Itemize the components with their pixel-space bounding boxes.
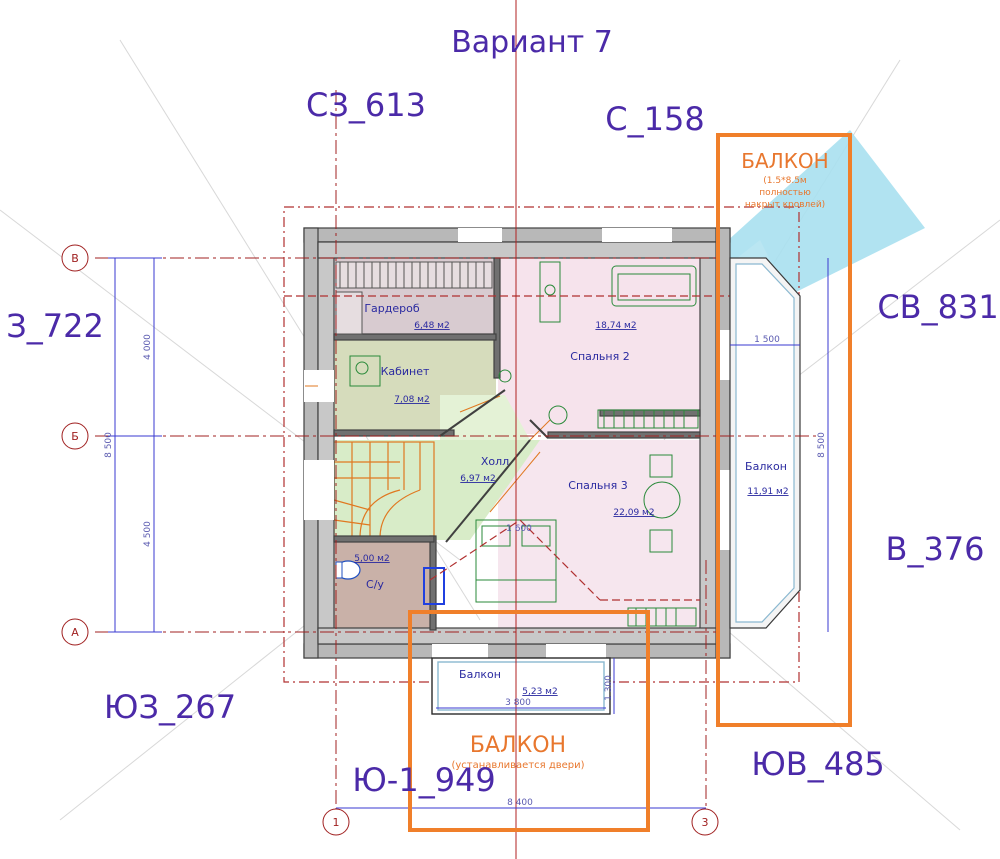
axis-label-3: 3 (702, 816, 709, 829)
coffee-table (643, 481, 681, 519)
room-hall-area: 6,97 м2 (460, 474, 495, 484)
direction-ne: СВ_831 (877, 288, 998, 326)
shelf-bedroom3 (627, 607, 697, 627)
direction-se: ЮВ_485 (751, 745, 885, 783)
dim-total-height: 8 500 (104, 432, 114, 458)
sofa-bedroom2 (611, 265, 697, 307)
direction-e: В_376 (885, 530, 984, 568)
wardrobe-shelves (335, 261, 493, 335)
desk-bedroom2 (539, 261, 561, 323)
shower-icon (423, 567, 445, 605)
dim-upper: 4 000 (143, 334, 153, 360)
room-wardrobe-area: 6,48 м2 (414, 321, 449, 331)
room-office-area: 7,08 м2 (394, 395, 429, 405)
balcony-south-shape (431, 657, 611, 715)
room-wardrobe-name: Гардероб (364, 302, 420, 315)
axis-label-a: А (71, 626, 79, 639)
plant-icon (548, 405, 568, 425)
grid-axes (95, 0, 820, 859)
balcony-south-highlight (408, 610, 650, 832)
roof-lines (284, 295, 800, 601)
dim-balcony-east-width: 1 500 (754, 335, 780, 345)
armchair-2 (649, 529, 673, 553)
office-chair (355, 361, 369, 375)
dim-balcony-south-width: 3 800 (505, 698, 531, 708)
room-bathroom-area: 5,00 м2 (354, 554, 389, 564)
direction-s: Ю-1_949 (352, 761, 496, 799)
room-bedroom3-name: Спальня 3 (568, 479, 627, 492)
direction-nw: СЗ_613 (306, 86, 426, 124)
direction-sw: ЮЗ_267 (104, 688, 236, 726)
desk-office (349, 355, 381, 387)
balcony-south-title: БАЛКОН (470, 733, 566, 758)
axis-markers (61, 244, 719, 836)
balcony-east-highlight (716, 133, 852, 727)
axis-label-1: 1 (333, 816, 340, 829)
room-hall-name: Холл (481, 455, 509, 468)
room-bathroom-name: С/у (366, 578, 384, 591)
balcony-east-line1: (1.5*8.5м (763, 176, 806, 186)
room-balcony-south-area: 5,23 м2 (522, 687, 557, 697)
shelf-bedroom2 (597, 409, 699, 429)
room-balcony-east-name: Балкон (745, 460, 787, 473)
balcony-east-title: БАЛКОН (741, 149, 828, 173)
dim-bed-width: 1 600 (506, 524, 532, 534)
dim-lower: 4 500 (143, 521, 153, 547)
room-balcony-south-name: Балкон (459, 668, 501, 681)
balcony-east-line3: накрыт кровлей) (745, 200, 825, 210)
direction-n: С_158 (605, 100, 704, 138)
dim-balcony-east-height: 8 500 (817, 432, 827, 458)
room-bedroom3-area: 22,09 м2 (613, 508, 654, 518)
furniture (349, 261, 699, 627)
armchair-1 (649, 454, 673, 478)
page-title: Вариант 7 (451, 25, 613, 60)
axis-label-b: Б (71, 430, 79, 443)
balcony-south-note: (устанавливается двери) (451, 760, 584, 771)
dim-total-width: 8 400 (507, 798, 533, 808)
room-office-name: Кабинет (381, 365, 430, 378)
balcony-east-line2: полностью (759, 188, 811, 198)
room-bedroom2-area: 18,74 м2 (595, 321, 636, 331)
balcony-east-shape (729, 257, 801, 629)
room-bedroom2-name: Спальня 2 (570, 350, 629, 363)
direction-w: З_722 (6, 307, 104, 345)
bathroom-fixtures (335, 560, 445, 605)
axis-label-v: В (71, 252, 79, 265)
dim-balcony-south-depth: 1 300 (604, 675, 614, 701)
room-balcony-east-area: 11,91 м2 (747, 487, 788, 497)
walls (303, 227, 731, 659)
dimension-lines (108, 257, 829, 809)
